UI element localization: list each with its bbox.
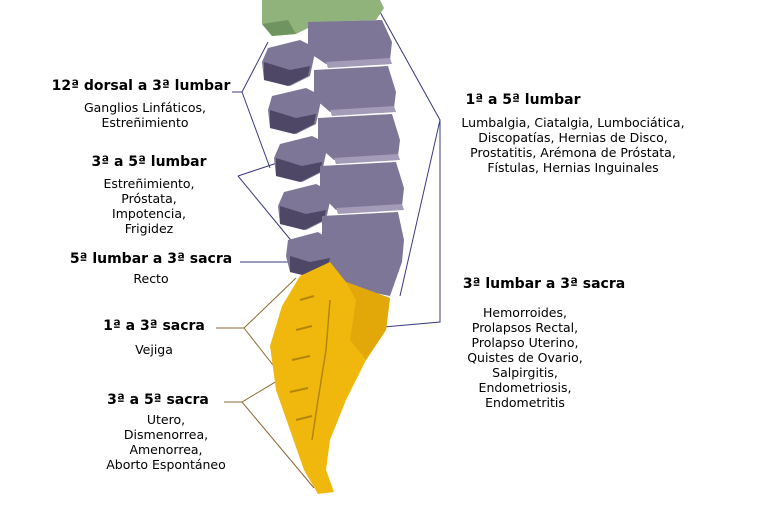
lumbar-vertebra-3 [274, 114, 400, 182]
label-line: Fístulas, Hernias Inguinales [487, 160, 658, 175]
connector-lines [216, 11, 441, 489]
label-line: Hemorroides, [483, 305, 567, 320]
label-line: Prostatitis, Arémona de Próstata, [470, 145, 676, 160]
label-title: 5ª lumbar a 3ª sacra [70, 251, 232, 267]
label-title: 1ª a 3ª sacra [103, 318, 205, 334]
label-line: Endometritis [485, 395, 565, 410]
label-line: Discopatías, Hernias de Disco, [478, 130, 667, 145]
connector-3-5s-b [241, 401, 315, 489]
label-title: 3ª lumbar a 3ª sacra [463, 276, 625, 292]
label-line: Próstata, [121, 191, 176, 206]
lumbar-vertebrae [262, 20, 404, 296]
label-line: Endometriosis, [479, 380, 572, 395]
label-line: Estreñimiento, [103, 176, 194, 191]
label-title: 12ª dorsal a 3ª lumbar [52, 78, 231, 94]
label-line: Prolapsos Rectal, [472, 320, 578, 335]
label-line: Estreñimiento [101, 115, 188, 130]
label-title: 3ª a 5ª lumbar [91, 154, 206, 170]
label-line: Utero, [147, 412, 185, 427]
connector-3-5l-b [237, 175, 295, 245]
label-title: 1ª a 5ª lumbar [465, 92, 580, 108]
sacrum [270, 262, 390, 494]
label-line: Vejiga [135, 342, 173, 357]
label-line: Lumbalgia, Ciatalgia, Lumbociática, [461, 115, 684, 130]
label-line: Quistes de Ovario, [467, 350, 583, 365]
label-line: Amenorrea, [129, 442, 202, 457]
connector-12d-3l-b [241, 91, 271, 169]
label-line: Salpirgitis, [492, 365, 558, 380]
label-line: Aborto Espontáneo [106, 457, 226, 472]
label-line: Frigidez [125, 221, 174, 236]
lumbar-vertebra-2 [268, 66, 396, 134]
left-labels: 12ª dorsal a 3ª lumbar Ganglios Linfátic… [52, 78, 233, 472]
connector-3-5s [224, 377, 283, 403]
label-line: Dismenorrea, [124, 427, 208, 442]
lumbar-vertebra-1 [262, 20, 392, 86]
lumbar-vertebra-4 [278, 162, 404, 230]
label-title: 3ª a 5ª sacra [107, 392, 209, 408]
label-line: Ganglios Linfáticos, [84, 100, 206, 115]
right-labels: 1ª a 5ª lumbar Lumbalgia, Ciatalgia, Lum… [461, 92, 684, 410]
label-line: Prolapso Uterino, [472, 335, 579, 350]
dorsal-vertebra [262, 0, 384, 36]
label-line: Recto [133, 271, 168, 286]
label-line: Impotencia, [112, 206, 186, 221]
lumbar-vertebra-5 [286, 212, 404, 296]
